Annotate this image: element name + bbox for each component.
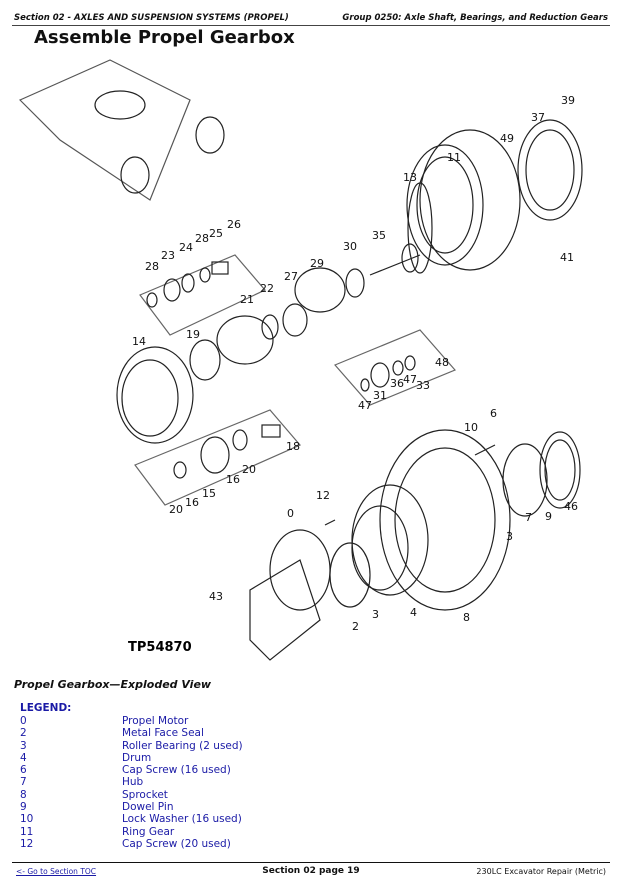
section-header: Section 02 - AXLES AND SUSPENSION SYSTEM… <box>14 13 289 23</box>
legend-number: 6 <box>20 764 27 777</box>
callout-23: 23 <box>161 249 175 262</box>
page-number: Section 02 page 19 <box>262 866 360 876</box>
legend-number: 11 <box>20 825 34 838</box>
legend-number: 12 <box>20 837 34 850</box>
callout-15: 15 <box>202 487 216 500</box>
legend-item: 12 Cap Screw (20 used) <box>20 838 243 850</box>
callout-35: 35 <box>372 229 386 242</box>
callout-10: 10 <box>464 421 478 434</box>
callout-24: 24 <box>179 241 193 254</box>
legend-item: 8 Sprocket <box>20 789 243 801</box>
callout-25: 25 <box>209 227 223 240</box>
legend-number: 9 <box>20 801 27 814</box>
callout-13: 13 <box>403 171 417 184</box>
legend-number: 7 <box>20 776 27 789</box>
legend-description: Metal Face Seal <box>122 727 204 740</box>
callout-20: 20 <box>242 463 256 476</box>
legend-number: 8 <box>20 788 27 801</box>
legend-description: Sprocket <box>122 788 168 801</box>
callout-37: 37 <box>531 111 545 124</box>
callout-19: 19 <box>186 328 200 341</box>
callout-43: 43 <box>209 590 223 603</box>
callout-30: 30 <box>343 240 357 253</box>
callout-8: 8 <box>463 611 470 624</box>
legend-number: 10 <box>20 813 34 826</box>
callout-14: 14 <box>132 335 146 348</box>
legend-item: 7 Hub <box>20 776 243 788</box>
legend-description: Ring Gear <box>122 825 175 838</box>
callout-22: 22 <box>260 282 274 295</box>
callout-16: 16 <box>226 473 240 486</box>
legend-item: 10 Lock Washer (16 used) <box>20 813 243 825</box>
legend-description: Cap Screw (20 used) <box>122 837 231 850</box>
legend-item: 11 Ring Gear <box>20 826 243 838</box>
legend-number: 2 <box>20 727 27 740</box>
legend-number: 0 <box>20 715 27 727</box>
legend-list: 0 Propel Motor 2 Metal Face Seal 3 Roller Bea… <box>20 715 243 850</box>
callout-28: 28 <box>195 232 209 245</box>
callout-21: 21 <box>240 293 254 306</box>
footer-divider <box>12 862 610 863</box>
callout-33: 33 <box>416 379 430 392</box>
callout-6: 6 <box>490 407 497 420</box>
callout-27: 27 <box>284 270 298 283</box>
legend-description: Lock Washer (16 used) <box>122 813 242 826</box>
section-toc-link[interactable]: <- Go to Section TOC <box>16 867 97 876</box>
callout-48: 48 <box>435 356 449 369</box>
legend-number: 4 <box>20 751 27 764</box>
legend-item: 6 Cap Screw (16 used) <box>20 764 243 776</box>
group-header: Group 0250: Axle Shaft, Bearings, and Re… <box>342 13 608 23</box>
callout-labels: 3937491113262528242328303529272221411914… <box>132 94 578 633</box>
callout-29: 29 <box>310 257 324 270</box>
legend-item: 4 Drum <box>20 752 243 764</box>
callout-26: 26 <box>227 218 241 231</box>
legend-number: 3 <box>20 739 27 752</box>
callout-36: 36 <box>390 377 404 390</box>
callout-0: 0 <box>287 507 294 520</box>
callout-31: 31 <box>373 389 387 402</box>
callout-3: 3 <box>506 530 513 543</box>
legend-description: Cap Screw (16 used) <box>122 764 231 777</box>
legend-title: LEGEND: <box>20 702 72 714</box>
header-divider <box>12 25 610 26</box>
callout-3: 3 <box>372 608 379 621</box>
figure-id: TP54870 <box>128 640 192 655</box>
diagram-parts <box>18 59 583 661</box>
callout-28: 28 <box>145 260 159 273</box>
callout-9: 9 <box>545 510 552 523</box>
callout-16: 16 <box>185 496 199 509</box>
callout-11: 11 <box>447 151 461 164</box>
legend-description: Propel Motor <box>122 715 189 727</box>
legend-item: 2 Metal Face Seal <box>20 727 243 739</box>
callout-2: 2 <box>352 620 359 633</box>
legend-description: Dowel Pin <box>122 801 174 814</box>
callout-49: 49 <box>500 132 514 145</box>
callout-47: 47 <box>358 399 372 412</box>
callout-39: 39 <box>561 94 575 107</box>
legend-item: 9 Dowel Pin <box>20 801 243 813</box>
callout-12: 12 <box>316 489 330 502</box>
callout-46: 46 <box>564 500 578 513</box>
legend-description: Hub <box>122 776 144 789</box>
callout-41: 41 <box>560 251 574 264</box>
exploded-view-diagram: 3937491113262528242328303529272221411914… <box>18 59 583 661</box>
callout-20: 20 <box>169 503 183 516</box>
callout-47: 47 <box>403 373 417 386</box>
page-title: Assemble Propel Gearbox <box>34 27 295 48</box>
callout-4: 4 <box>410 606 417 619</box>
callout-7: 7 <box>525 511 532 524</box>
manual-title: 230LC Excavator Repair (Metric) <box>476 867 606 876</box>
legend-item: 0 Propel Motor <box>20 715 243 727</box>
figure-caption: Propel Gearbox—Exploded View <box>14 678 212 691</box>
legend-description: Drum <box>122 751 152 764</box>
legend-description: Roller Bearing (2 used) <box>122 739 243 752</box>
callout-18: 18 <box>286 440 300 453</box>
legend-item: 3 Roller Bearing (2 used) <box>20 740 243 752</box>
